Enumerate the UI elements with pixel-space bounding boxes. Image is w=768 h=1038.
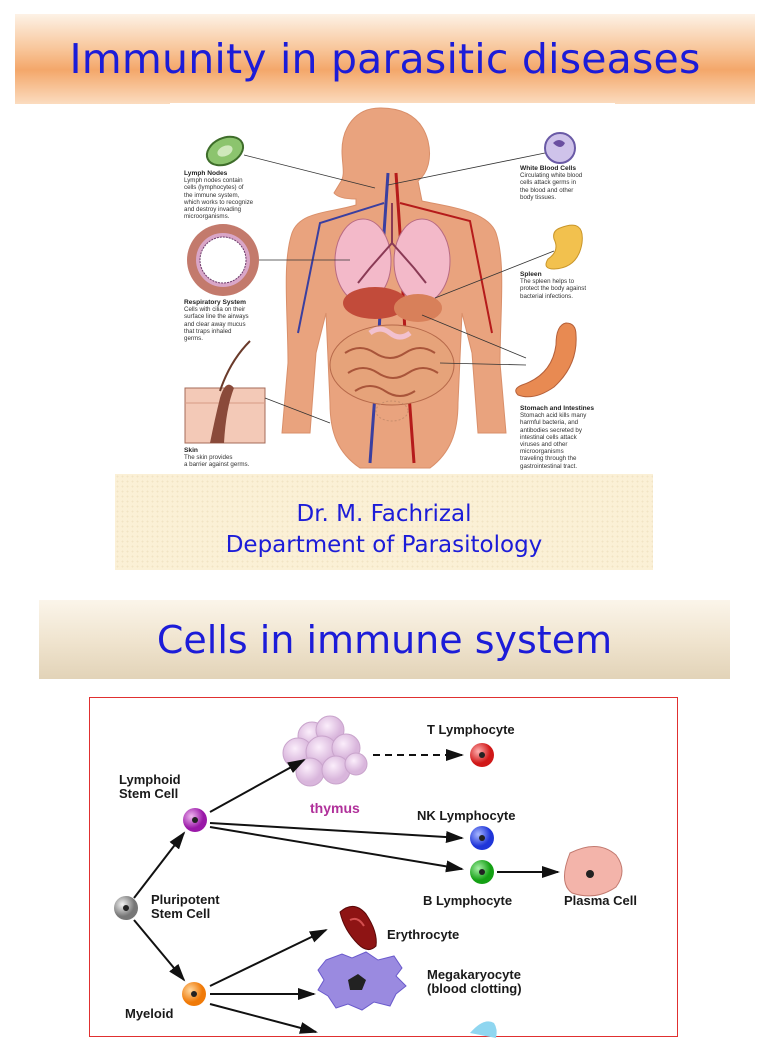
intestines — [329, 324, 455, 406]
department-name: Department of Parasitology — [225, 532, 543, 558]
plasma-cell-label: Plasma Cell — [564, 893, 637, 908]
plasma-cell — [564, 846, 623, 897]
t-lymphocyte-label: T Lymphocyte — [427, 722, 515, 737]
b-lymphocyte-label: B Lymphocyte — [423, 893, 513, 908]
lymphoid-stem-cell-label: Lymphoid Stem Cell — [119, 772, 181, 801]
human-body-illustration — [184, 107, 583, 469]
section-title: Cells in immune system — [156, 617, 613, 662]
erythrocyte-label: Erythrocyte — [387, 927, 460, 942]
erythrocyte — [339, 906, 377, 950]
stomach-icon — [515, 322, 577, 398]
megakaryocyte-label: Megakaryocyte (blood clotting) — [427, 967, 522, 996]
pluripotent-stem-cell-label: Pluripotent Stem Cell — [151, 892, 220, 921]
thymus-label: thymus — [310, 800, 360, 816]
section-title-banner: Cells in immune system — [39, 600, 730, 679]
lineage-diagram-graphics — [114, 715, 623, 1038]
myeloid-label: Myeloid — [125, 1006, 174, 1021]
stomach — [394, 294, 442, 322]
nk-lymphocyte-label: NK Lymphocyte — [417, 808, 516, 823]
title-banner: Immunity in parasitic diseases — [15, 14, 755, 104]
liver — [343, 287, 407, 319]
right-lung — [393, 218, 451, 304]
author-name: Dr. M. Fachrizal — [296, 501, 472, 527]
spleen-icon — [545, 224, 583, 270]
author-box: Dr. M. Fachrizal Department of Parasitol… — [115, 474, 653, 570]
thymus-illustration — [282, 715, 368, 787]
white-blood-cell-icon — [544, 132, 576, 164]
slide-title: Immunity in parasitic diseases — [69, 35, 701, 83]
body-silhouette — [281, 107, 507, 469]
immune-cell-lineage-diagram: T Lymphocyte Lymphoid Stem Cell thymus N… — [89, 697, 678, 1038]
